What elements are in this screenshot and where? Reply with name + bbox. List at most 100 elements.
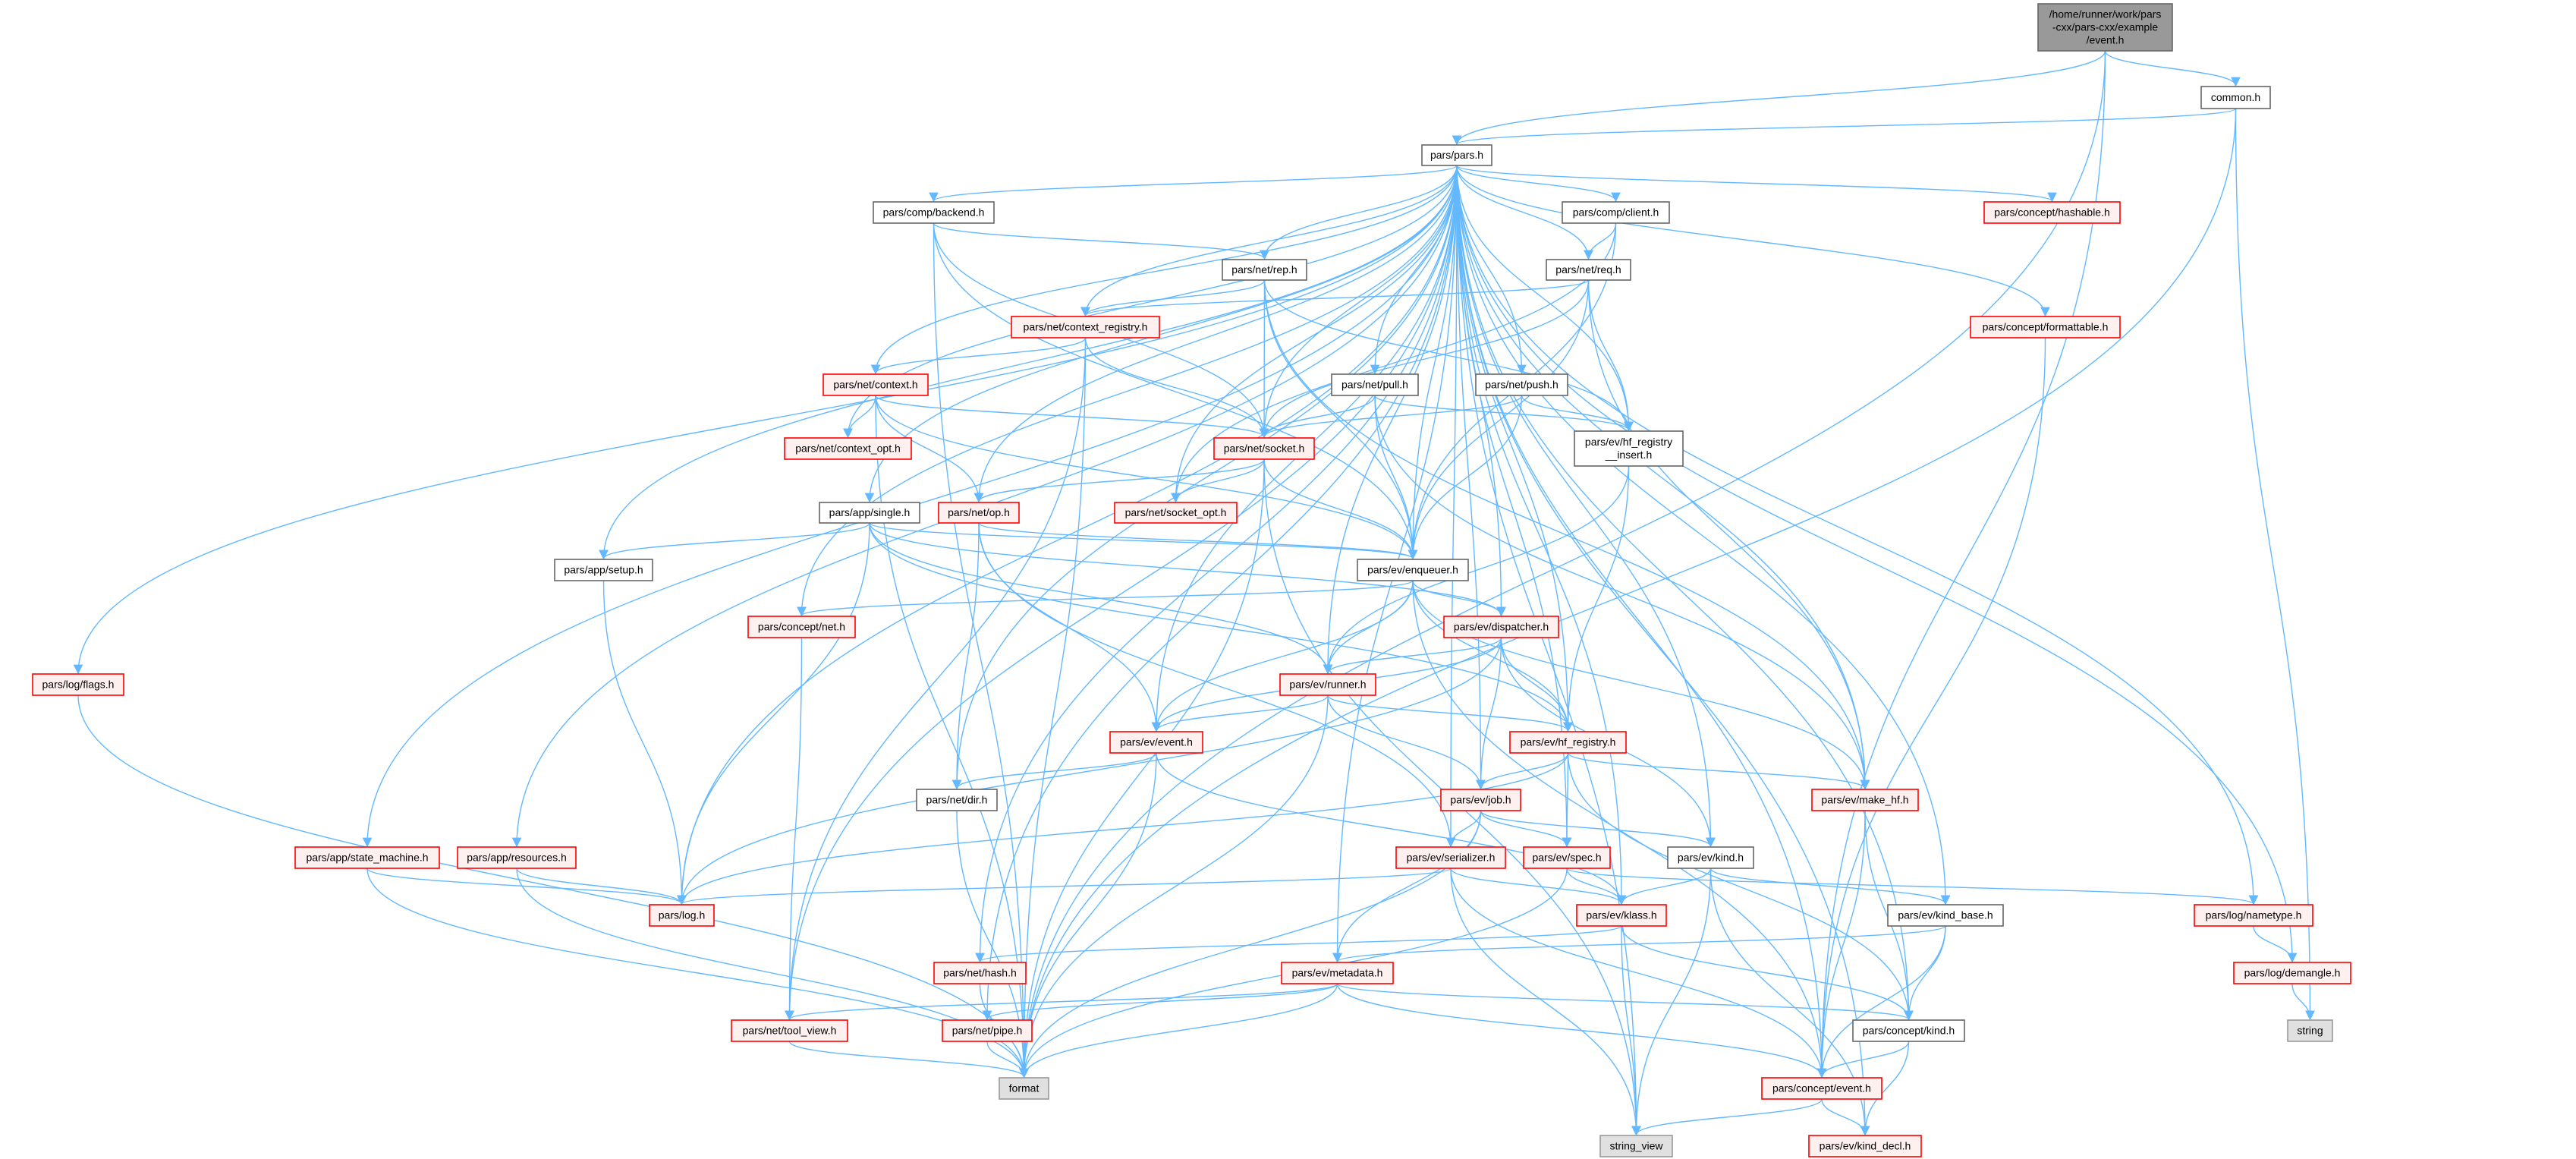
node-box bbox=[1523, 846, 1611, 869]
edge-socket-to-op bbox=[973, 458, 1265, 503]
edge-req-to-hfins bbox=[1587, 279, 1634, 432]
node-ctxreg[interactable]: pars/net/context_registry.h bbox=[1011, 316, 1160, 339]
edge-pars-to-hashable bbox=[1456, 165, 2057, 203]
node-box bbox=[1395, 846, 1506, 869]
node-dispatcher[interactable]: pars/ev/dispatcher.h bbox=[1443, 616, 1559, 638]
node-log[interactable]: pars/log.h bbox=[649, 904, 715, 927]
edge-statem-to-log bbox=[366, 868, 687, 905]
edge-dispatcher-to-runner bbox=[1323, 637, 1502, 675]
node-hashable[interactable]: pars/concept/hashable.h bbox=[1983, 201, 2121, 224]
node-root[interactable]: /home/runner/work/pars-cxx/pars-cxx/exam… bbox=[2037, 3, 2173, 52]
edge-klass-to-ckind bbox=[1621, 925, 1914, 1021]
node-statem[interactable]: pars/app/state_machine.h bbox=[294, 846, 440, 869]
node-demangle[interactable]: pars/log/demangle.h bbox=[2233, 962, 2351, 984]
node-setup[interactable]: pars/app/setup.h bbox=[554, 559, 653, 581]
edge-klass-to-stringview bbox=[1621, 925, 1641, 1136]
edge-context-to-op bbox=[875, 395, 984, 503]
node-kind[interactable]: pars/ev/kind.h bbox=[1667, 846, 1754, 869]
node-push[interactable]: pars/net/push.h bbox=[1475, 373, 1568, 396]
node-box bbox=[457, 846, 577, 869]
edge-common-to-pars bbox=[1452, 108, 2237, 146]
node-rep[interactable]: pars/net/rep.h bbox=[1222, 259, 1307, 281]
edge-common-to-string bbox=[2235, 108, 2315, 1021]
node-serializer[interactable]: pars/ev/serializer.h bbox=[1395, 846, 1506, 869]
edge-event-to-klass bbox=[1156, 752, 1627, 905]
node-hfins[interactable]: pars/ev/hf_registry__insert.h bbox=[1574, 430, 1684, 467]
edge-metadata-to-toolview bbox=[785, 983, 1338, 1021]
edge-pars-to-makehf bbox=[1456, 165, 1870, 790]
edge-event-to-dir bbox=[951, 752, 1157, 790]
node-dir[interactable]: pars/net/dir.h bbox=[916, 789, 998, 811]
node-hash[interactable]: pars/net/hash.h bbox=[933, 962, 1027, 984]
edge-kind-to-stringview bbox=[1631, 868, 1712, 1136]
node-ctxopt[interactable]: pars/net/context_opt.h bbox=[784, 437, 912, 460]
node-makehf[interactable]: pars/ev/make_hf.h bbox=[1811, 789, 1919, 811]
node-kindbase[interactable]: pars/ev/kind_base.h bbox=[1887, 904, 2004, 927]
edge-hfins-to-hfreg bbox=[1563, 465, 1630, 732]
edge-pars-to-rep bbox=[1260, 165, 1458, 260]
node-context[interactable]: pars/net/context.h bbox=[822, 373, 929, 396]
node-flags[interactable]: pars/log/flags.h bbox=[32, 673, 124, 696]
node-box bbox=[32, 673, 124, 696]
node-pars[interactable]: pars/pars.h bbox=[1421, 144, 1492, 166]
node-label: string_view bbox=[1609, 1140, 1663, 1152]
node-stringview[interactable]: string_view bbox=[1599, 1135, 1673, 1157]
node-nametype[interactable]: pars/log/nametype.h bbox=[2194, 904, 2313, 927]
node-event[interactable]: pars/ev/event.h bbox=[1109, 731, 1203, 754]
edge-formattable-to-cevent bbox=[1816, 337, 2046, 1079]
node-label: pars/net/context.h bbox=[833, 379, 917, 391]
node-enqueuer[interactable]: pars/ev/enqueuer.h bbox=[1357, 559, 1469, 581]
node-job[interactable]: pars/ev/job.h bbox=[1440, 789, 1521, 811]
node-box bbox=[1887, 904, 2004, 927]
node-hfreg[interactable]: pars/ev/hf_registry.h bbox=[1509, 731, 1627, 754]
node-kinddecl[interactable]: pars/ev/kind_decl.h bbox=[1808, 1135, 1922, 1157]
node-string[interactable]: string bbox=[2287, 1019, 2333, 1042]
node-toolview[interactable]: pars/net/tool_view.h bbox=[731, 1019, 848, 1042]
node-label: pars/comp/backend.h bbox=[883, 206, 985, 219]
node-label: pars/app/state_machine.h bbox=[306, 852, 428, 864]
node-box bbox=[1281, 962, 1394, 984]
node-formattable[interactable]: pars/concept/formattable.h bbox=[1970, 316, 2121, 339]
node-backend[interactable]: pars/comp/backend.h bbox=[873, 201, 995, 224]
edge-socket-to-enqueuer bbox=[1263, 458, 1418, 560]
node-box bbox=[1509, 731, 1627, 754]
edge-rep-to-makehf bbox=[1263, 279, 1870, 790]
node-client[interactable]: pars/comp/client.h bbox=[1562, 201, 1670, 224]
node-pull[interactable]: pars/net/pull.h bbox=[1331, 373, 1419, 396]
edge-root-to-pars bbox=[1452, 50, 2106, 146]
node-cevent[interactable]: pars/concept/event.h bbox=[1761, 1077, 1882, 1100]
edge-ckind-to-kinddecl bbox=[1860, 1041, 1910, 1136]
node-cnet[interactable]: pars/concept/net.h bbox=[747, 616, 856, 638]
node-klass[interactable]: pars/ev/klass.h bbox=[1576, 904, 1667, 927]
node-format[interactable]: format bbox=[999, 1077, 1049, 1100]
node-spec[interactable]: pars/ev/spec.h bbox=[1523, 846, 1611, 869]
edge-pars-to-kinddecl bbox=[1456, 165, 1870, 1136]
edge-pars-to-stringview bbox=[1456, 165, 1641, 1136]
node-label: pars/comp/client.h bbox=[1573, 206, 1659, 219]
node-common[interactable]: common.h bbox=[2200, 86, 2271, 109]
node-metadata[interactable]: pars/ev/metadata.h bbox=[1281, 962, 1394, 984]
node-label: /event.h bbox=[2087, 34, 2125, 46]
edge-pars-to-cevent bbox=[1456, 165, 1827, 1079]
node-pipe[interactable]: pars/net/pipe.h bbox=[942, 1019, 1033, 1042]
node-label: -cxx/pars-cxx/example bbox=[2052, 21, 2158, 33]
edge-pars-to-flags bbox=[73, 165, 1458, 675]
node-op[interactable]: pars/net/op.h bbox=[938, 502, 1020, 524]
edge-serializer-to-klass bbox=[1450, 868, 1627, 905]
edge-serializer-to-cevent bbox=[1450, 868, 1827, 1079]
node-req[interactable]: pars/net/req.h bbox=[1546, 259, 1631, 281]
node-ckind[interactable]: pars/concept/kind.h bbox=[1852, 1019, 1965, 1042]
node-socket[interactable]: pars/net/socket.h bbox=[1213, 437, 1315, 460]
node-resources[interactable]: pars/app/resources.h bbox=[457, 846, 577, 869]
node-box bbox=[1279, 673, 1376, 696]
node-label: pars/net/context_opt.h bbox=[795, 442, 901, 455]
node-single[interactable]: pars/app/single.h bbox=[819, 502, 920, 524]
node-sockopt[interactable]: pars/net/socket_opt.h bbox=[1114, 502, 1238, 524]
node-runner[interactable]: pars/ev/runner.h bbox=[1279, 673, 1376, 696]
edge-dispatcher-to-hfreg bbox=[1500, 637, 1573, 732]
node-box bbox=[1011, 316, 1160, 339]
node-label: pars/ev/dispatcher.h bbox=[1454, 621, 1549, 633]
node-box bbox=[1421, 144, 1492, 166]
edge-pars-to-enqueuer bbox=[1408, 165, 1458, 560]
